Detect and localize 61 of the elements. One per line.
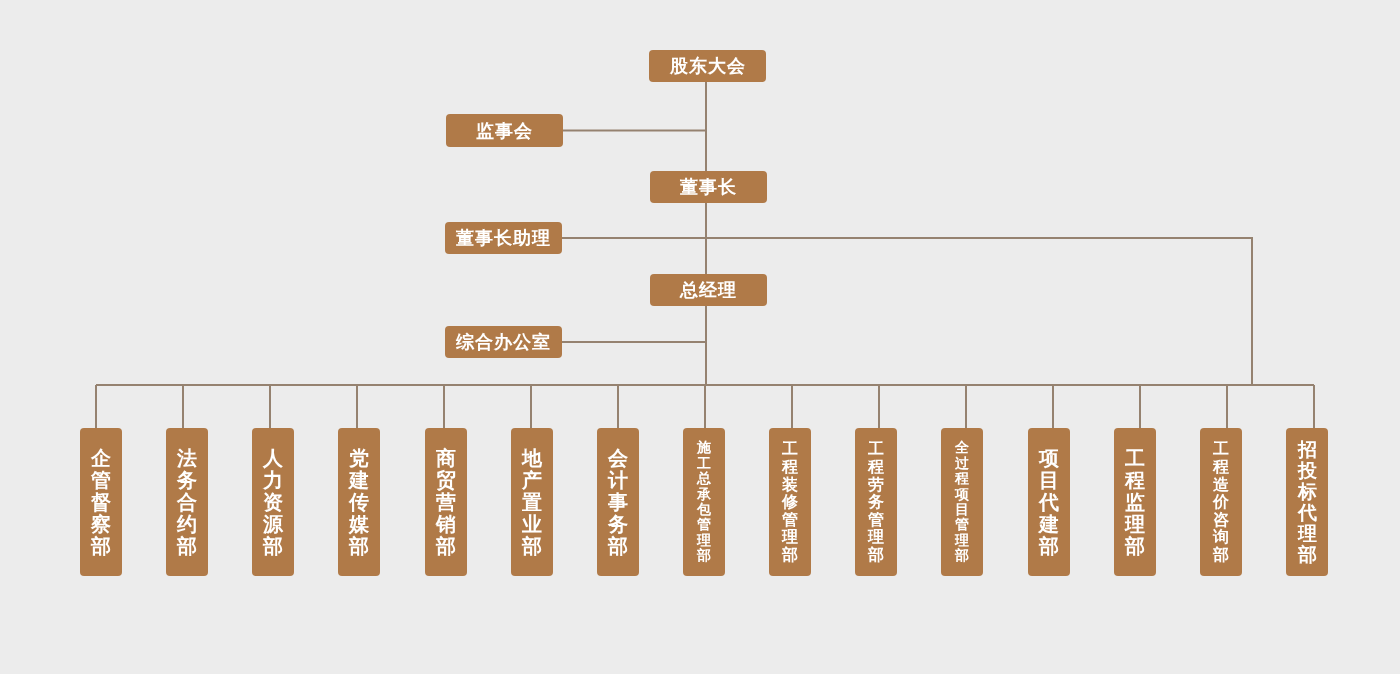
department-box <box>855 428 897 576</box>
position-box <box>445 326 562 358</box>
department-name: 工程监理部 <box>1125 447 1145 557</box>
connector-line <box>562 81 707 132</box>
position-title: 股东大会 <box>669 57 746 75</box>
connector-line <box>791 384 793 429</box>
department-box <box>1028 428 1070 576</box>
connector-line <box>878 384 880 429</box>
connector-line <box>705 305 707 386</box>
department-box <box>769 428 811 576</box>
connector-line <box>182 384 184 429</box>
department-name: 工程劳务管理部 <box>868 440 884 564</box>
connector-line <box>356 384 358 429</box>
department-box <box>1200 428 1242 576</box>
connector-line <box>1052 384 1054 429</box>
position-title: 监事会 <box>476 121 533 140</box>
department-name: 招投标代理部 <box>1297 439 1317 565</box>
position-title: 董事长助理 <box>456 229 551 247</box>
position-box <box>650 171 767 203</box>
department-name: 全过程项目管理部 <box>955 440 969 564</box>
department-box <box>252 428 294 576</box>
department-box <box>166 428 208 576</box>
connector-line <box>95 384 1315 386</box>
department-name: 人力资源部 <box>263 447 283 557</box>
connector-line <box>1139 384 1141 429</box>
position-box <box>649 50 766 82</box>
department-box <box>511 428 553 576</box>
department-box <box>941 428 983 576</box>
connector-line <box>95 384 97 429</box>
connector-line <box>705 202 707 275</box>
department-name: 项目代建部 <box>1039 447 1059 557</box>
position-box <box>446 114 563 147</box>
department-name: 党建传媒部 <box>349 447 369 557</box>
department-box <box>338 428 380 576</box>
department-box <box>683 428 725 576</box>
department-name: 地产置业部 <box>522 447 542 557</box>
connector-line <box>530 384 532 429</box>
connector-line <box>1226 384 1228 429</box>
connector-line <box>1313 384 1315 429</box>
department-box <box>80 428 122 576</box>
department-name: 法务合约部 <box>177 447 197 557</box>
department-name: 商贸营销部 <box>436 447 456 557</box>
department-name: 企管督察部 <box>91 447 111 557</box>
connector-line <box>617 384 619 429</box>
position-title: 综合办公室 <box>456 333 551 351</box>
department-name: 工程装修管理部 <box>782 440 798 564</box>
connector-line <box>965 384 967 429</box>
department-name: 施工总承包管理部 <box>697 440 711 564</box>
connector-line <box>269 384 271 429</box>
position-title: 总经理 <box>680 281 737 299</box>
department-box <box>597 428 639 576</box>
position-box <box>650 274 767 306</box>
connector-line <box>704 384 706 429</box>
department-name: 工程造价咨询部 <box>1213 440 1229 564</box>
position-title: 董事长 <box>680 178 737 196</box>
department-name: 会计事务部 <box>608 447 628 557</box>
department-box <box>1114 428 1156 576</box>
position-box <box>445 222 562 254</box>
department-box <box>425 428 467 576</box>
department-box <box>1286 428 1328 576</box>
connector-line <box>443 384 445 429</box>
